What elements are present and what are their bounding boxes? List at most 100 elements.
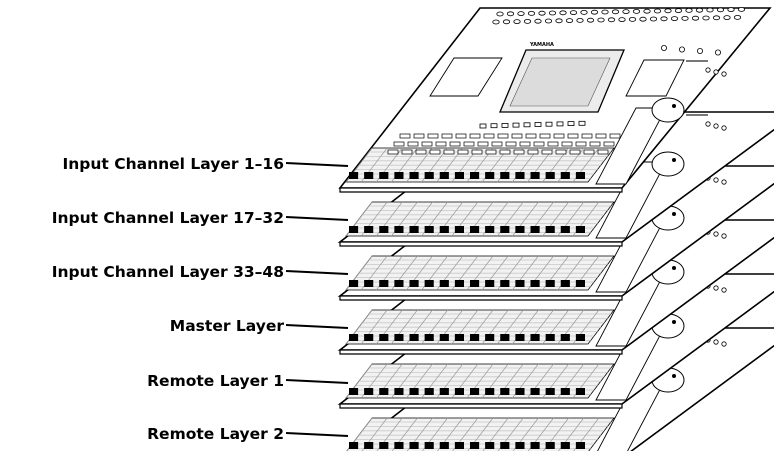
leader-line — [286, 380, 348, 383]
fader-knob — [470, 280, 479, 287]
top-button — [549, 11, 555, 15]
select-key — [408, 142, 418, 146]
select-key — [576, 142, 586, 146]
fader-knob — [500, 280, 509, 287]
fader-knob — [470, 442, 479, 449]
top-button — [717, 8, 723, 12]
leader-line — [286, 433, 348, 436]
fader-knob — [379, 226, 388, 233]
select-key — [472, 150, 482, 154]
fader-knob — [515, 280, 524, 287]
fader-knob — [576, 226, 585, 233]
top-button — [738, 7, 744, 11]
top-button — [577, 18, 583, 22]
fader-knob — [485, 334, 494, 341]
top-button — [734, 15, 740, 19]
top-button — [602, 10, 608, 14]
small-button — [722, 126, 726, 130]
function-button — [502, 123, 508, 127]
select-key — [596, 134, 606, 138]
fader-knob — [364, 226, 373, 233]
fader-knob — [425, 442, 434, 449]
fader-knob — [515, 334, 524, 341]
fader-knob — [500, 334, 509, 341]
leader-line — [286, 217, 348, 220]
fader-knob — [394, 280, 403, 287]
label-input-33-48: Input Channel Layer 33–48 — [52, 263, 284, 281]
top-button — [686, 8, 692, 12]
fader-knob — [364, 172, 373, 179]
fader-knob — [485, 280, 494, 287]
wheel-dimple — [672, 212, 676, 216]
select-key — [506, 142, 516, 146]
fader-knob — [425, 280, 434, 287]
panel-edge — [340, 350, 622, 354]
select-key — [540, 134, 550, 138]
select-key — [500, 150, 510, 154]
fader-knob — [470, 334, 479, 341]
select-key — [464, 142, 474, 146]
select-key — [582, 134, 592, 138]
fader-knob — [349, 334, 358, 341]
top-button — [608, 18, 614, 22]
top-button — [528, 11, 534, 15]
label-remote-1: Remote Layer 1 — [147, 372, 284, 390]
fader-knob — [440, 442, 449, 449]
select-key — [590, 142, 600, 146]
top-button — [545, 19, 551, 23]
fader-knob — [379, 172, 388, 179]
fader-knob — [531, 442, 540, 449]
fader-knob — [515, 226, 524, 233]
select-key — [400, 134, 410, 138]
fader-knob — [485, 442, 494, 449]
top-button — [598, 18, 604, 22]
wheel-dimple — [672, 374, 676, 378]
fader-knob — [500, 172, 509, 179]
fader-knob — [364, 442, 373, 449]
fader-knob — [349, 280, 358, 287]
function-button — [524, 123, 530, 127]
small-button — [714, 70, 718, 74]
function-button — [480, 124, 486, 128]
top-button — [728, 8, 734, 12]
top-button — [587, 18, 593, 22]
top-right-button — [661, 45, 666, 50]
fader-knob — [515, 388, 524, 395]
fader-knob — [485, 172, 494, 179]
select-key — [568, 134, 578, 138]
select-key — [428, 134, 438, 138]
top-button — [724, 16, 730, 20]
label-input-17-32: Input Channel Layer 17–32 — [52, 209, 284, 227]
panel-edge — [340, 188, 622, 192]
select-key — [548, 142, 558, 146]
fader-knob — [576, 334, 585, 341]
top-button — [619, 18, 625, 22]
select-key — [442, 134, 452, 138]
label-remote-2: Remote Layer 2 — [147, 425, 284, 443]
fader-section — [346, 202, 614, 236]
small-button — [714, 124, 718, 128]
fader-knob — [394, 388, 403, 395]
data-wheel — [652, 152, 684, 176]
fader-knob — [531, 172, 540, 179]
select-key — [416, 150, 426, 154]
fader-knob — [576, 388, 585, 395]
panel-edge — [340, 296, 622, 300]
fader-knob — [379, 388, 388, 395]
small-button — [722, 288, 726, 292]
fader-knob — [425, 334, 434, 341]
fader-section — [346, 364, 614, 398]
label-strip — [686, 60, 708, 62]
label-strip — [686, 114, 708, 116]
label-input-1-16: Input Channel Layer 1–16 — [62, 155, 284, 173]
select-key — [604, 142, 614, 146]
top-button — [581, 10, 587, 14]
wheel-dimple — [672, 104, 676, 108]
fader-knob — [485, 388, 494, 395]
fader-knob — [500, 442, 509, 449]
fader-knob — [455, 334, 464, 341]
top-button — [675, 9, 681, 13]
fader-knob — [561, 226, 570, 233]
fader-knob — [546, 334, 555, 341]
select-key — [388, 150, 398, 154]
